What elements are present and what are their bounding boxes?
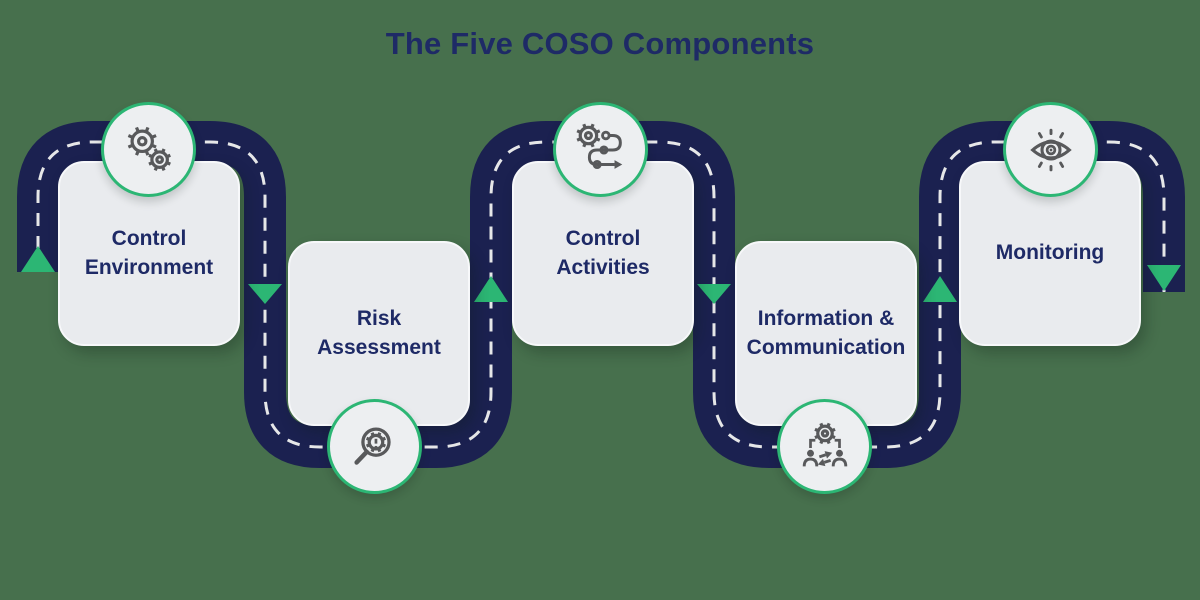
step-label: Control Environment [84,227,214,279]
gears-icon [127,126,171,171]
step-card-monitoring: Monitoring [959,161,1141,346]
step-card-information-communication: Information & Communication [735,241,917,426]
flow-arrow-down [1147,265,1181,291]
flow-arrow-down [697,284,731,304]
icon-badge-control-activities [553,102,648,197]
flow-arrow-up [923,276,957,302]
people-communication-icon [802,422,847,466]
step-label: Information & Communication [746,307,906,359]
step-card-risk-assessment: Risk Assessment [288,241,470,426]
risk-magnifier-icon [353,426,391,465]
flow-arrow-down [248,284,282,304]
icon-badge-control-environment [101,102,196,197]
eye-icon [1029,128,1072,171]
flow-arrow-up [474,276,508,302]
step-label: Risk Assessment [317,307,441,359]
icon-badge-risk-assessment [327,399,422,494]
step-label: Monitoring [995,241,1105,265]
process-flow-icon [576,123,622,169]
icon-badge-monitoring [1003,102,1098,197]
flow-arrow-up [21,246,55,272]
page-title: The Five COSO Components [385,26,815,61]
step-label: Control Activities [556,227,650,279]
icon-badge-information-communication [777,399,872,494]
